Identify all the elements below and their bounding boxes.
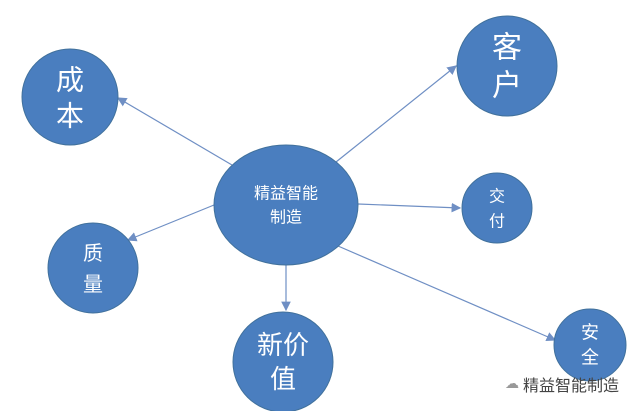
node-label: 交 bbox=[489, 187, 505, 206]
edge-cost bbox=[116, 97, 233, 166]
edge-safety bbox=[337, 245, 557, 342]
node-label: 户 bbox=[492, 69, 522, 104]
center-node: 精益智能 制造 bbox=[213, 144, 359, 266]
node-label: 值 bbox=[270, 365, 296, 395]
node-label: 质 bbox=[83, 241, 103, 265]
node-label: 新价 bbox=[257, 331, 309, 361]
node-new-value: 新价 值 bbox=[232, 311, 334, 411]
node-label: 全 bbox=[581, 348, 599, 369]
node-label: 安 bbox=[581, 323, 599, 344]
node-customer: 客 户 bbox=[456, 15, 558, 117]
node-cost: 成 本 bbox=[21, 48, 119, 146]
edge-quality bbox=[126, 204, 215, 242]
node-label: 量 bbox=[83, 272, 103, 296]
center-label-1: 精益智能 bbox=[254, 184, 318, 203]
node-quality: 质 量 bbox=[47, 222, 139, 314]
watermark-text: 精益智能制造 bbox=[523, 376, 620, 395]
watermark: ☁ 精益智能制造 bbox=[505, 372, 619, 396]
node-label: 成 bbox=[56, 64, 84, 97]
node-label: 本 bbox=[56, 100, 84, 133]
node-label: 客 bbox=[492, 31, 522, 66]
center-label-2: 制造 bbox=[270, 208, 302, 227]
node-delivery: 交 付 bbox=[461, 172, 533, 244]
node-safety: 安 全 bbox=[553, 308, 627, 382]
node-label: 付 bbox=[489, 212, 505, 231]
edge-customer bbox=[335, 65, 457, 163]
wechat-icon: ☁ bbox=[505, 376, 519, 392]
edge-delivery bbox=[357, 202, 462, 213]
